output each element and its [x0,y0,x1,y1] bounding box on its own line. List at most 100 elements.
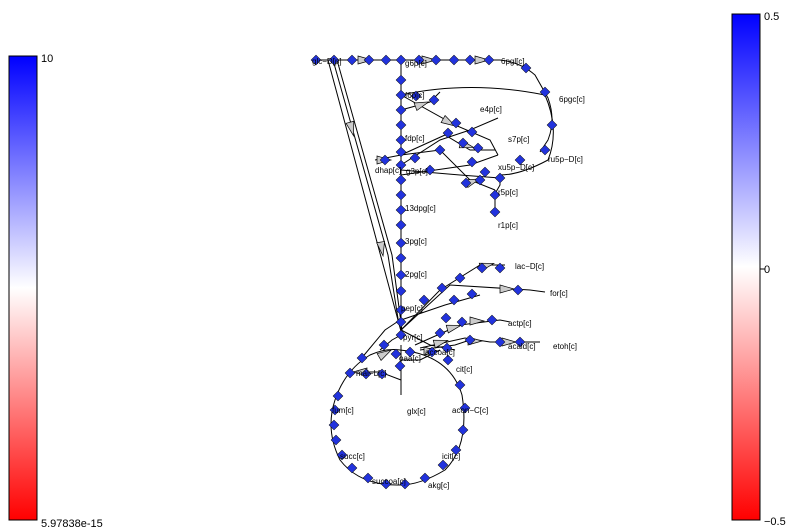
reaction-node [376,368,388,380]
reaction-node [404,346,416,358]
label-actp: actp[c] [508,319,532,328]
reaction-node [460,177,472,189]
label-succoa: succoa[c] [372,477,406,486]
reaction-node [539,144,551,156]
reaction-node [428,94,440,106]
reaction-node [459,402,471,414]
reaction-node [437,459,449,471]
left-colorbar: 10 5.97838e-15 [8,53,103,530]
reaction-edge [336,59,403,331]
reaction-node [539,86,551,98]
reaction-edge [400,91,441,111]
reaction-node [466,288,478,300]
label-13dpg: 13dpg[c] [405,204,436,213]
reaction-node [512,284,524,296]
right-colorbar-gradient [731,13,761,521]
reaction-node [442,127,454,139]
label-6pgl: 6pgl[c] [501,57,525,66]
reaction-node [494,172,506,184]
label-mal: mal−L[c] [356,369,386,378]
reaction-node [395,204,407,216]
reaction-node [448,294,460,306]
reaction-node [395,89,407,101]
label-g3p: g3p[c] [406,167,428,176]
reaction-node [456,316,468,328]
reaction-node [514,154,526,166]
label-r5p: r5p[c] [498,188,518,197]
reaction-node [409,152,421,164]
reaction-arrow [499,284,516,294]
reaction-edge [499,59,553,153]
reaction-node [464,334,476,346]
reaction-node [390,348,402,360]
label-f6p: f6p[c] [405,91,425,100]
label-succ: succ[c] [340,452,365,461]
reaction-node [454,272,466,284]
left-colorbar-min-label: 5.97838e-15 [41,518,103,530]
reaction-node [520,62,532,74]
metabolite-labels: glc−D[p] g6p[c] 6pgl[c] 6pgc[c] f6p[c] e… [312,57,585,490]
label-glc: glc−D[p] [312,57,342,66]
label-acald: acald[c] [508,342,536,351]
reaction-node [486,314,498,326]
label-xu5p: xu5p−D[c] [498,163,534,172]
reaction-node [395,74,407,86]
label-e4p: e4p[c] [480,105,502,114]
reaction-node [434,144,446,156]
reaction-node [330,434,342,446]
reaction-node [472,142,484,154]
reaction-node [413,54,425,66]
reaction-node [363,54,375,66]
reaction-node [394,360,406,372]
reaction-arrow [445,324,463,334]
label-icit: icit[c] [442,452,460,461]
reaction-node [328,54,340,66]
reaction-node [395,237,407,249]
right-colorbar-max-label: 0.5 [764,11,779,23]
label-3pg: 3pg[c] [405,237,427,246]
reaction-node [483,54,495,66]
label-6pgc: 6pgc[c] [559,95,585,104]
reaction-node [356,352,368,364]
reaction-node [448,54,460,66]
reaction-node [479,166,491,178]
reaction-node [344,367,356,379]
reaction-node [395,134,407,146]
reaction-node [454,379,466,391]
label-g6p: g6p[c] [405,59,427,68]
reaction-node [395,159,407,171]
reaction-node [419,472,431,484]
reaction-node [380,478,392,490]
left-colorbar-gradient [8,55,38,521]
reaction-node [466,126,478,138]
label-cit: cit[c] [456,365,472,374]
reaction-arrow [413,101,430,112]
reaction-node [328,419,340,431]
reaction-node [514,336,526,348]
label-dhap: dhap[c] [375,166,401,175]
reaction-node [457,424,469,436]
reaction-edge [400,134,495,156]
label-for: for[c] [550,289,568,298]
reaction-arrow [376,349,393,362]
label-etoh: etoh[c] [553,342,577,351]
reaction-node [489,206,501,218]
reaction-arrow [432,339,450,349]
reaction-node [378,339,390,351]
reaction-node [395,104,407,116]
reaction-node [434,327,446,339]
label-2pg: 2pg[c] [405,270,427,279]
reaction-node [450,444,462,456]
reaction-node [410,90,422,102]
reaction-node [474,174,486,186]
reaction-nodes [310,54,558,490]
reaction-node [395,285,407,297]
reaction-arrow [469,316,486,326]
label-lac: lac−D[c] [515,262,544,271]
reaction-node [395,329,407,341]
reaction-node [430,54,442,66]
reaction-node [476,262,488,274]
label-fum: fum[c] [332,406,354,415]
label-glx: glx[c] [407,407,426,416]
